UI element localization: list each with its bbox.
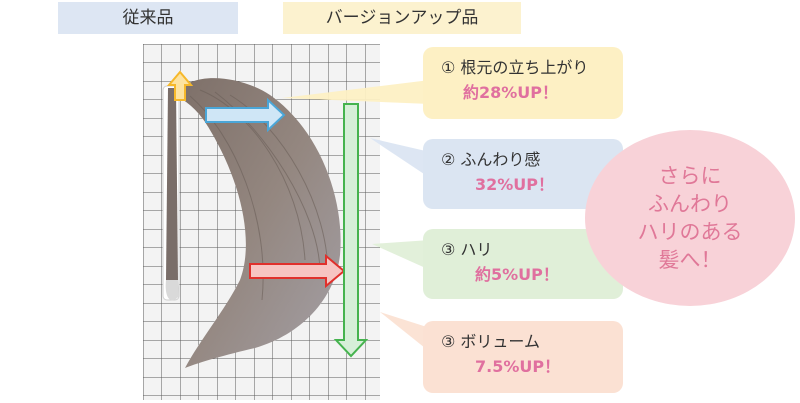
callout-firmness-title: ③ ハリ [441,240,493,259]
callout-volume: ③ ボリューム 7.5%UP！ [423,321,623,393]
callout-root-lift-value: 約28%UP！ [463,83,559,102]
callout-1-pointer [282,80,430,104]
callout-root-lift: ① 根元の立ち上がり 約28%UP！ [423,47,623,119]
summary-line: ハリのある [637,220,743,244]
callout-4-pointer [380,312,430,352]
callout-2-pointer [370,138,430,178]
summary-line: ふんわり [648,192,732,216]
callout-fluffiness-title: ② ふんわり感 [441,150,541,169]
callout-volume-value: 7.5%UP！ [475,357,561,376]
fluffy-arrow [205,97,286,133]
callout-firmness-value: 約5%UP！ [475,265,559,284]
upgraded-hair-strands [189,89,329,301]
lift-arrow [166,70,194,101]
conventional-hair-clip [165,280,179,301]
firm-arrow [249,253,346,289]
summary-line: 髪へ！ [658,248,722,272]
callout-root-lift-title: ① 根元の立ち上がり [441,58,589,77]
conventional-hair [166,88,178,280]
summary-line: さらに [658,164,722,188]
label-conventional-product: 従来品 [58,2,238,34]
summary-bubble: さらに ふんわり ハリのある 髪へ！ [585,130,795,306]
callout-fluffiness-value: 32%UP！ [475,175,555,194]
callout-3-pointer [372,240,430,270]
label-upgraded-product: バージョンアップ品 [283,2,521,34]
callout-volume-title: ③ ボリューム [441,332,540,351]
volume-arrow [333,103,369,358]
